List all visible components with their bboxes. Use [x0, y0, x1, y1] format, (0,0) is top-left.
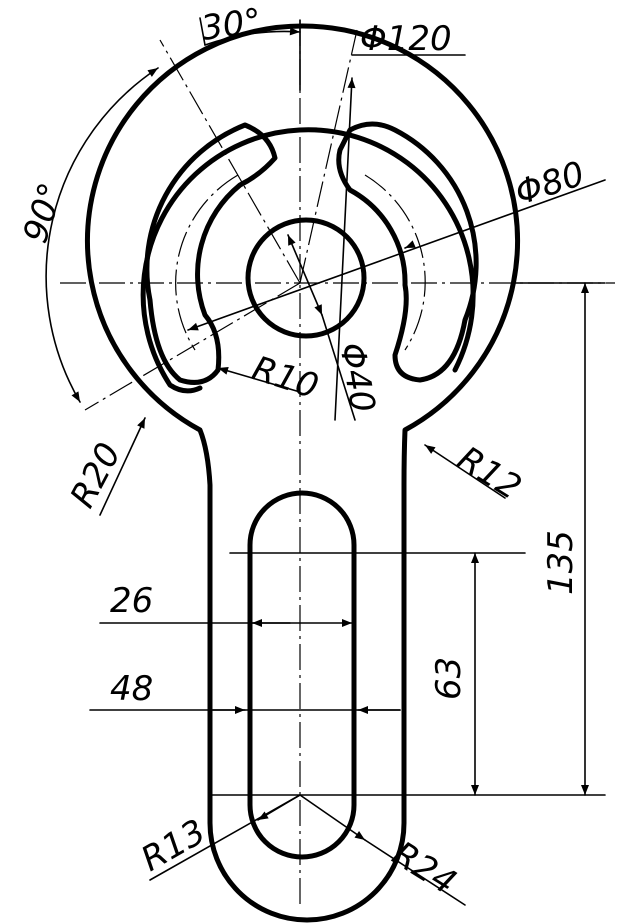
label-135: 135: [541, 530, 581, 595]
label-63: 63: [429, 657, 469, 700]
label-90deg: 90°: [16, 178, 73, 248]
label-r24: R24: [385, 834, 463, 903]
label-phi80: Φ80: [510, 154, 589, 214]
label-48: 48: [110, 669, 153, 709]
label-phi120: Φ120: [360, 19, 452, 59]
dimension-lines: [45, 17, 606, 906]
center-hole: [245, 217, 367, 339]
label-r20: R20: [63, 436, 130, 514]
label-30deg: 30°: [199, 1, 264, 49]
label-r12: R12: [450, 439, 528, 508]
label-r10: R10: [247, 349, 323, 408]
label-26: 26: [110, 581, 153, 621]
label-phi40: Φ40: [331, 340, 383, 416]
inner-groove: [140, 127, 476, 394]
oblong-slot: [247, 490, 357, 860]
label-r13: R13: [135, 812, 213, 880]
right-arc-slot: [336, 121, 479, 383]
